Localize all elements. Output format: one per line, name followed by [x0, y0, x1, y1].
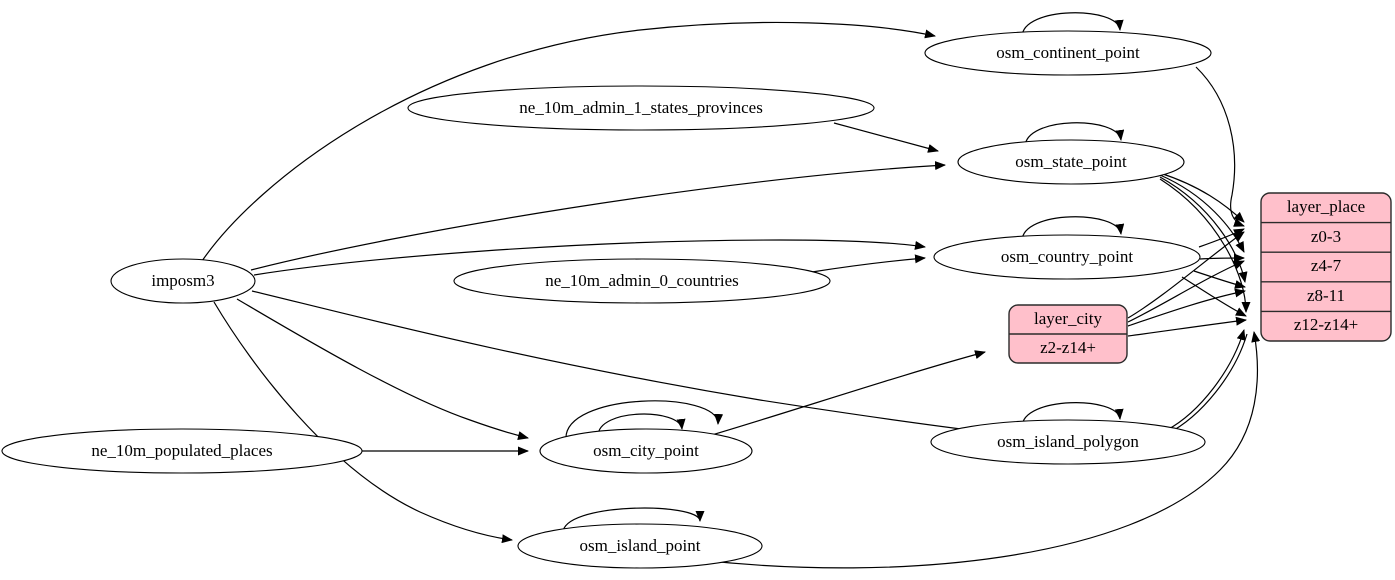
edge-osm-state-point-to-layer-place-z4-7: [1159, 174, 1245, 253]
layer-place-row-z8-11[interactable]: z8-11: [1307, 286, 1345, 305]
edge-imposm3-to-osm-continent-point: [201, 21, 936, 262]
node-osm-island-polygon-label: osm_island_polygon: [997, 432, 1139, 451]
edge-osm-country-point-to-layer-place-z0-3: [1198, 228, 1245, 248]
edge-self-loop-osm-country-point: [1021, 216, 1125, 242]
node-osm-island-polygon[interactable]: osm_island_polygon: [930, 419, 1206, 465]
layer-place-row-z4-7[interactable]: z4-7: [1311, 256, 1342, 275]
node-ne-places-label: ne_10m_populated_places: [91, 441, 272, 460]
edge-osm-country-point-to-layer-place-z4-7: [1199, 253, 1245, 263]
edge-imposm3-to-osm-island-point: [213, 301, 513, 544]
node-layer: imposm3 ne_10m_admin_1_states_provinces …: [1, 30, 1392, 569]
node-osm-state-point[interactable]: osm_state_point: [957, 139, 1185, 185]
node-imposm3[interactable]: imposm3: [110, 258, 256, 304]
edge-ne-states-to-osm-state-point: [833, 122, 939, 153]
edge-layer-city-to-layer-place-z0-3: [1127, 231, 1245, 319]
edge-self-loop-osm-island-point: [562, 507, 705, 535]
node-ne-countries-label: ne_10m_admin_0_countries: [545, 271, 739, 290]
node-osm-city-point-label: osm_city_point: [593, 441, 699, 460]
layer-city-row-z2-z14[interactable]: z2-z14+: [1040, 338, 1096, 357]
edge-self-loop-osm-continent-point: [1021, 12, 1124, 38]
layer-place-row-z12-z14[interactable]: z12-z14+: [1294, 315, 1358, 334]
node-ne-states-label: ne_10m_admin_1_states_provinces: [519, 98, 763, 117]
edge-osm-island-point-to-layer-place-z12-z14: [699, 331, 1261, 569]
edge-osm-state-point-to-layer-place-z8-11: [1159, 176, 1248, 283]
node-osm-state-point-label: osm_state_point: [1015, 152, 1127, 171]
node-osm-country-point-label: osm_country_point: [1001, 247, 1133, 266]
edge-self-loop-osm-island-polygon: [1021, 402, 1124, 428]
node-layer-city[interactable]: layer_city z2-z14+: [1008, 304, 1128, 364]
node-osm-city-point[interactable]: osm_city_point: [539, 428, 753, 474]
edge-imposm3-to-osm-state-point: [250, 161, 946, 271]
node-imposm3-label: imposm3: [151, 271, 214, 290]
edge-osm-state-point-to-layer-place-z0-3: [1159, 172, 1245, 223]
edge-layer-city-to-layer-place-z12-z14: [1127, 316, 1247, 337]
edge-layer: [201, 12, 1261, 569]
edge-layer-city-to-layer-place-z8-11: [1127, 288, 1246, 327]
layer-place-header: layer_place: [1287, 197, 1365, 216]
edge-osm-island-polygon-to-layer-place-z12-z14-b: [1166, 333, 1248, 435]
edge-self-loop-osm-state-point: [1024, 122, 1125, 148]
node-osm-island-point[interactable]: osm_island_point: [517, 523, 763, 569]
node-ne-10m-admin-1-states-provinces[interactable]: ne_10m_admin_1_states_provinces: [407, 85, 875, 131]
edge-osm-island-polygon-to-layer-place-z12-z14: [1166, 329, 1246, 431]
edge-osm-city-point-to-layer-city-z2-z14: [704, 350, 986, 438]
edge-self-loop-osm-city-point-inner: [597, 413, 686, 437]
edge-imposm3-to-osm-island-polygon: [251, 290, 986, 436]
edge-osm-country-point-to-layer-place-z8-11: [1193, 270, 1246, 289]
node-ne-10m-admin-0-countries[interactable]: ne_10m_admin_0_countries: [453, 258, 831, 304]
edge-layer-city-to-layer-place-z4-7: [1127, 260, 1245, 323]
edge-osm-country-point-to-layer-place-z12-z14: [1181, 276, 1247, 317]
node-osm-continent-point[interactable]: osm_continent_point: [924, 30, 1212, 76]
node-layer-place[interactable]: layer_place z0-3 z4-7 z8-11 z12-z14+: [1260, 192, 1392, 342]
node-osm-country-point[interactable]: osm_country_point: [933, 234, 1201, 280]
node-osm-continent-point-label: osm_continent_point: [996, 43, 1140, 62]
node-osm-island-point-label: osm_island_point: [580, 536, 701, 555]
node-ne-10m-populated-places[interactable]: ne_10m_populated_places: [1, 428, 363, 474]
edge-imposm3-to-osm-country-point: [253, 239, 926, 276]
layer-city-header: layer_city: [1034, 309, 1102, 328]
edge-imposm3-to-osm-city-point: [236, 298, 529, 440]
edge-self-loop-osm-city-point-outer: [565, 400, 724, 441]
layer-place-row-z0-3[interactable]: z0-3: [1311, 227, 1341, 246]
edge-ne-countries-to-osm-country-point: [811, 254, 926, 273]
